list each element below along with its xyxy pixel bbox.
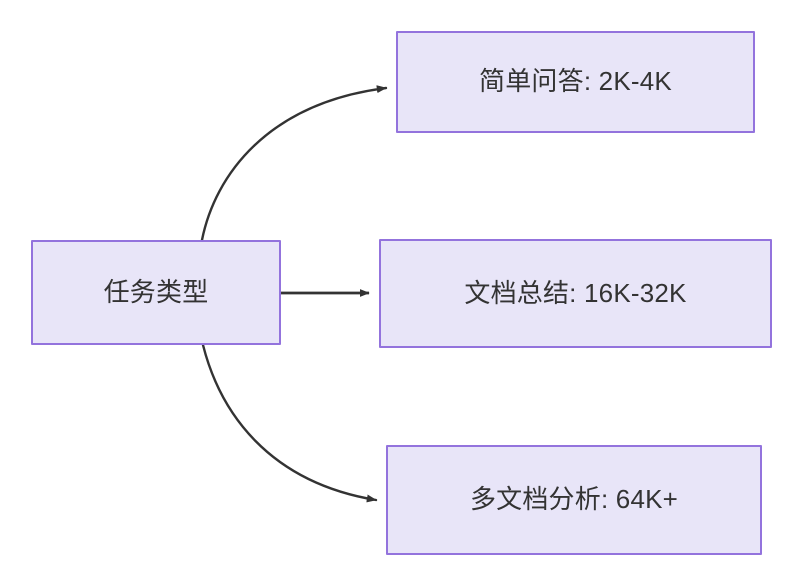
- node-multidoc-analysis-label: 多文档分析: 64K+: [469, 484, 679, 515]
- node-doc-summary[interactable]: 文档总结: 16K-32K: [379, 239, 772, 348]
- node-task-type[interactable]: 任务类型: [31, 240, 281, 345]
- edge-source-multidoc: [201, 343, 378, 503]
- node-simple-qa[interactable]: 简单问答: 2K-4K: [396, 31, 755, 133]
- node-doc-summary-label: 文档总结: 16K-32K: [464, 277, 687, 308]
- node-simple-qa-label: 简单问答: 2K-4K: [479, 66, 672, 97]
- node-task-type-label: 任务类型: [103, 276, 209, 307]
- edge-source-simple: [200, 85, 388, 242]
- node-multidoc-analysis[interactable]: 多文档分析: 64K+: [386, 445, 762, 555]
